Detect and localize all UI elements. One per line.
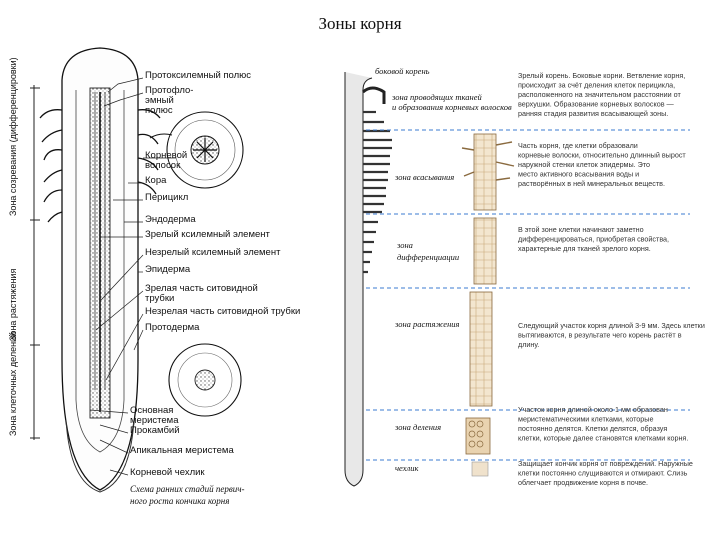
- zone-description: вытягиваются, в результате чего корень р…: [518, 331, 682, 340]
- structure-label: Незрелая часть ситовидной трубки: [145, 306, 300, 317]
- structure-label: Прокамбий: [130, 425, 180, 436]
- zone-description: Защищает кончик корня от повреждений. На…: [518, 459, 693, 468]
- root-cap-outline: [65, 419, 135, 493]
- cells-cap: [471, 461, 489, 477]
- zone-description: характерные для тканей зрелого корня.: [518, 244, 651, 253]
- zone-label-right: боковой корень: [375, 66, 430, 76]
- zone-label-right: дифференциации: [397, 252, 459, 262]
- zone-description: расположенного на значительном расстояни…: [518, 90, 681, 99]
- zone-label-right: зона деления: [394, 422, 441, 432]
- structure-label: Эндодерма: [145, 214, 196, 225]
- cross-section-lower: [168, 343, 242, 417]
- zone-description: Зрелый корень. Боковые корни. Ветвление …: [518, 71, 685, 80]
- page-title: Зоны корня: [318, 14, 402, 33]
- structure-label: Незрелый ксилемный элемент: [145, 247, 281, 258]
- zone-description: меристематическими клетками, которые: [518, 415, 653, 424]
- right-root-diagram: [344, 72, 690, 487]
- zone-label: Зона созревания (дифференцировки): [8, 57, 18, 216]
- zone-description: наружной стенки клеток эпидермы. Это: [518, 160, 650, 169]
- zone-label-right: зона растяжения: [394, 319, 460, 329]
- cross-section-upper: [149, 111, 244, 189]
- figure-caption: ного роста кончика корня: [130, 496, 229, 506]
- absorption-hairs: [363, 110, 392, 274]
- structure-label: трубки: [145, 293, 174, 304]
- zone-description: дифференцироваться, приобретая свойства,: [518, 235, 669, 244]
- zone-description: растворённых в ней минеральных веществ.: [518, 179, 665, 188]
- structure-label: Эпидерма: [145, 264, 191, 275]
- root-hairs: [39, 109, 161, 223]
- zone-label-right: зона: [396, 240, 413, 250]
- zone-separators: [366, 129, 690, 461]
- structure-label: Протофло-: [145, 85, 193, 96]
- structure-label: Корневой чехлик: [130, 467, 205, 478]
- lateral-root: [362, 86, 386, 104]
- zone-label: Зона клеточных делений: [8, 332, 18, 436]
- structure-label: эмный: [145, 95, 174, 106]
- zone-description: Следующий участок корня длиной 3-9 мм. З…: [518, 321, 705, 330]
- cells-division-grid: [468, 420, 484, 448]
- structure-label: Протоксилемный полюс: [145, 70, 251, 81]
- zone-label: Зона растяжения: [8, 269, 18, 341]
- zone-description: ранняя стадия развития всасывающей зоны.: [518, 109, 668, 118]
- root-axis: [344, 72, 373, 487]
- structure-label: Перицикл: [145, 192, 188, 203]
- zone-description: верхушки. Образование корневых волосков …: [518, 100, 675, 109]
- zone-description: клетки, которые далее становятся клеткам…: [518, 434, 688, 443]
- zone-label-right: зона всасывания: [394, 172, 454, 182]
- zone-label-right: чехлик: [395, 463, 419, 473]
- structure-label: Корневой: [145, 150, 187, 161]
- zone-label-right: зона проводящих тканей: [391, 92, 482, 102]
- structure-label: Зрелый ксилемный элемент: [145, 229, 271, 240]
- zone-description: В этой зоне клетки начинают заметно: [518, 225, 644, 234]
- zone-description: клетки постоянно слущиваются и отмирают.…: [518, 469, 688, 478]
- zone-description: Участок корня длиной около 1 мм образова…: [518, 405, 668, 414]
- structure-label: полюс: [145, 105, 173, 116]
- zone-description: облегчает продвижение корня в почве.: [518, 478, 648, 487]
- zone-description: корневые волоски, относительно длинный в…: [518, 151, 686, 160]
- structure-label: Зрелая часть ситовидной: [145, 283, 258, 294]
- structure-label: Основная: [130, 405, 173, 416]
- cells-differentiation: [473, 217, 497, 285]
- structure-label: волосок: [145, 160, 181, 171]
- leader-lines: [89, 77, 176, 476]
- left-root-diagram: [30, 47, 244, 493]
- structure-label: меристема: [130, 415, 179, 426]
- zone-description: место активного всасывания воды и: [518, 170, 639, 179]
- structure-label: Кора: [145, 175, 167, 186]
- zone-description: длину.: [518, 340, 539, 349]
- zone-label-right: и образования корневых волосков: [392, 102, 512, 112]
- zone-description: происходит за счёт деления клеток перици…: [518, 81, 675, 90]
- figure-caption: Схема ранних стадий первич-: [130, 484, 245, 494]
- cells-hairs: [461, 141, 515, 181]
- cortex-line: [75, 90, 125, 453]
- zone-description: постоянно делятся. Клетки делятся, образ…: [518, 424, 667, 433]
- zone-description: Часть корня, где клетки образовали: [518, 141, 638, 150]
- cells-elongation: [469, 291, 493, 407]
- structure-label: Апикальная меристема: [130, 445, 234, 456]
- cells-absorption: [473, 133, 497, 211]
- structure-label: Протодерма: [145, 322, 200, 333]
